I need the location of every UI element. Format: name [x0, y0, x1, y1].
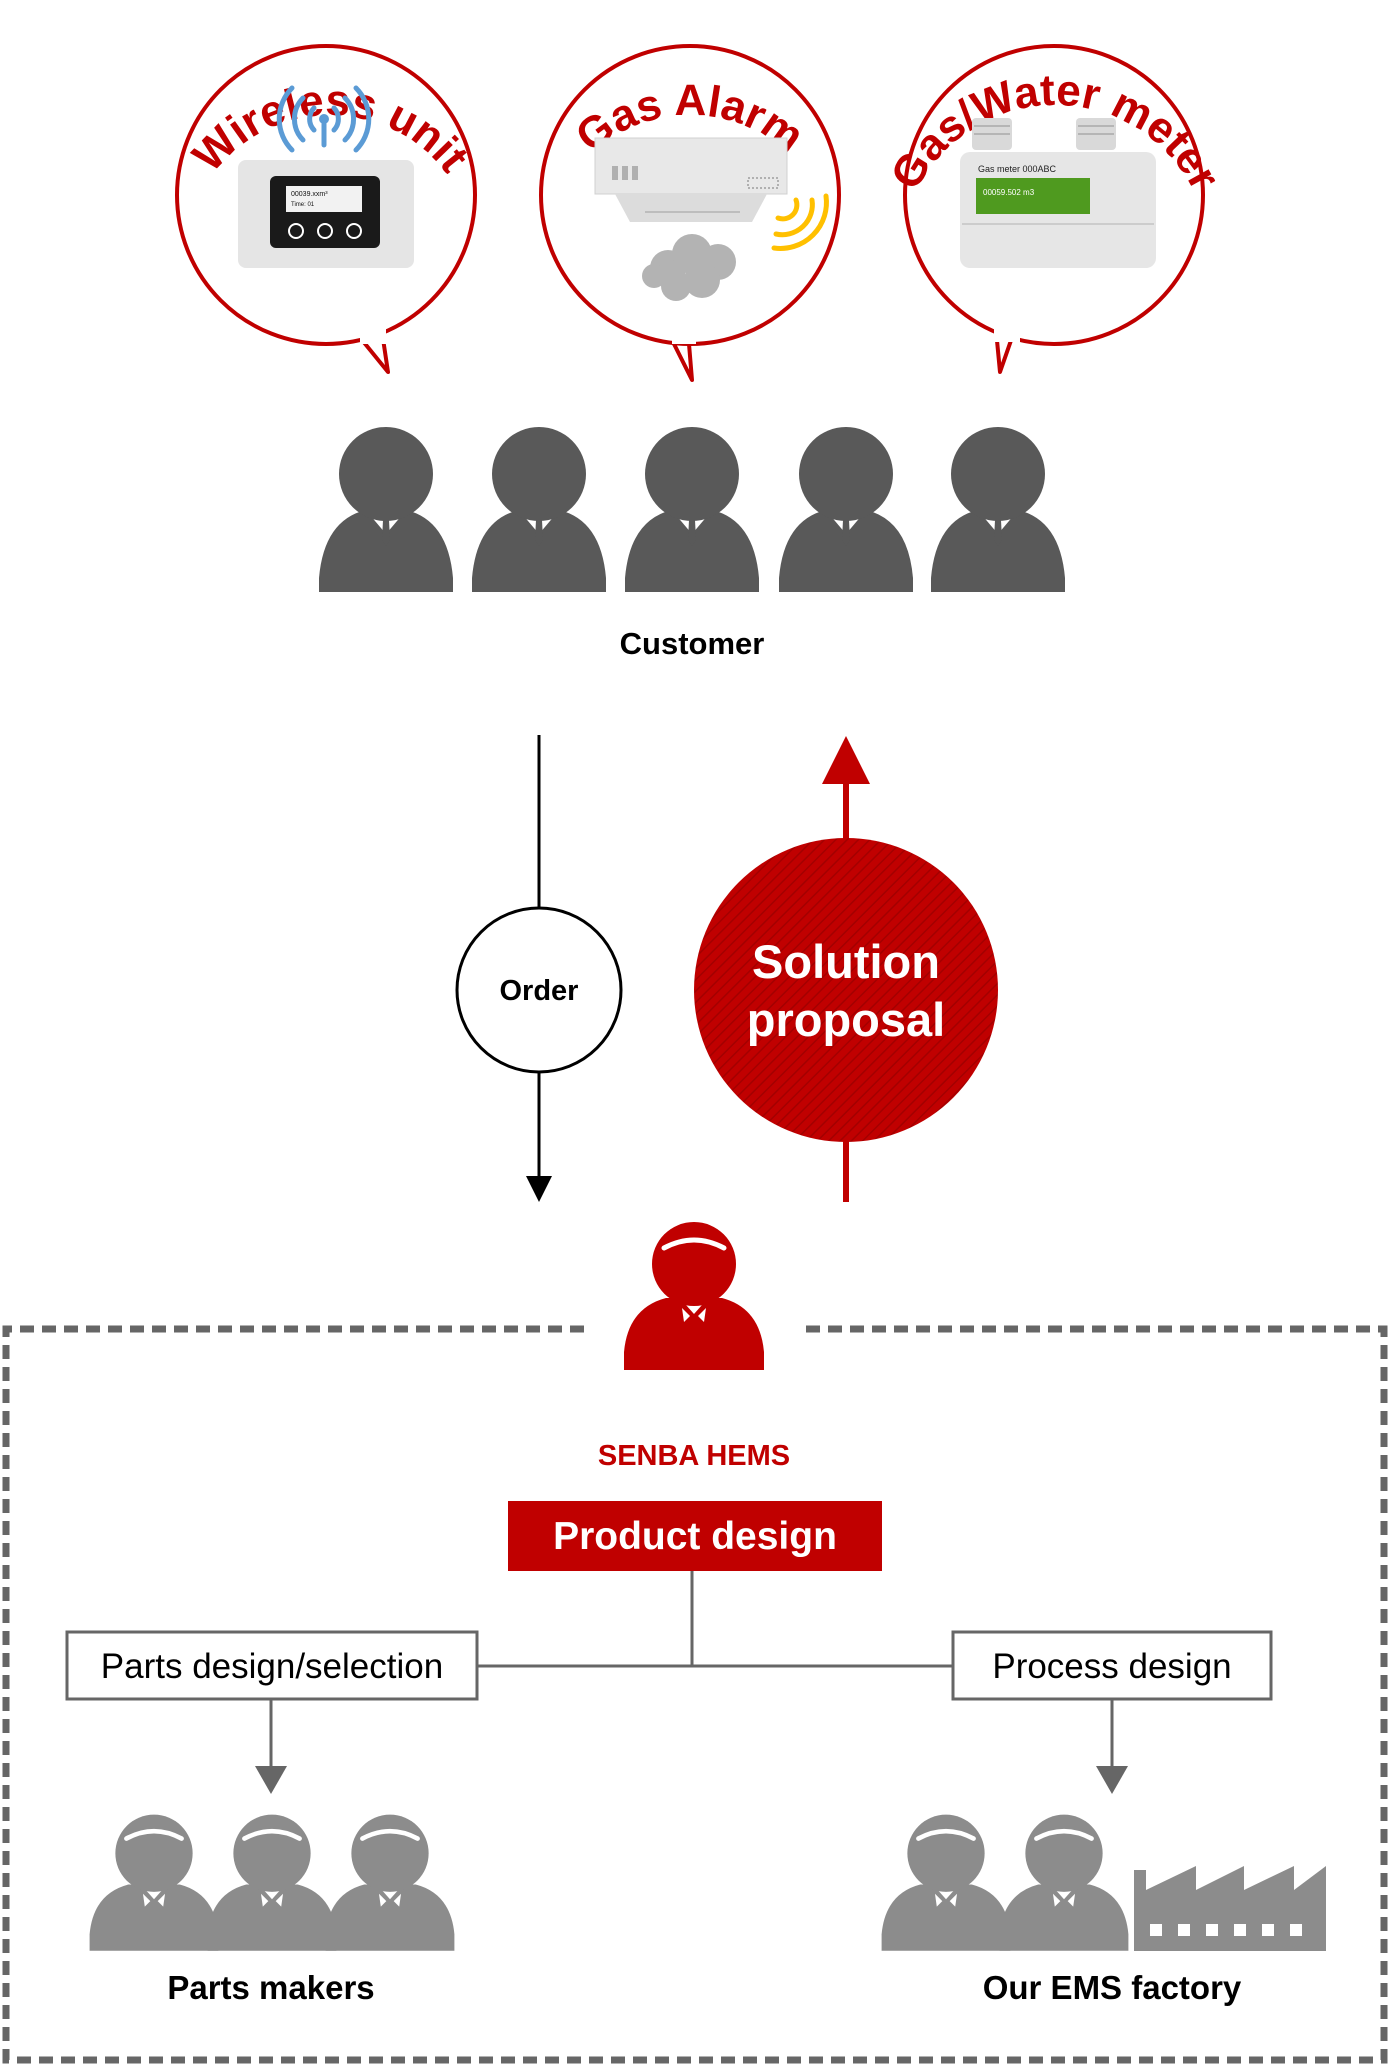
- order-label: Order: [500, 975, 579, 1007]
- ems-factory-label: Our EMS factory: [983, 1969, 1242, 2006]
- parts-makers-group: [89, 1814, 455, 1951]
- arrow-up-icon: [822, 736, 870, 784]
- factory-icon: [1134, 1866, 1326, 1951]
- device-bubble-alarm: Gas Alarm: [539, 44, 841, 382]
- customer-person-icon: [319, 427, 453, 592]
- alarm-base: [615, 194, 767, 222]
- left-button-icon: [288, 223, 304, 239]
- meter-display: [976, 178, 1090, 214]
- right-button-icon: [346, 223, 362, 239]
- wireless-screen-line2: Time: 01: [291, 202, 315, 208]
- solution-flow: Solution proposal: [694, 736, 998, 1202]
- worker-person-icon: [207, 1814, 337, 1951]
- solution-label-line1: Solution: [752, 935, 940, 988]
- meter-reading: 00059.502 m3: [983, 188, 1035, 197]
- company-name: SENBA HEMS: [598, 1440, 790, 1472]
- solution-circle: [694, 838, 998, 1142]
- smoke-cloud-icon: [642, 234, 736, 301]
- wireless-screen-line1: 00039.xxm³: [291, 191, 328, 198]
- arrow-down-icon: [255, 1766, 287, 1794]
- process-design-box: [951, 1630, 1273, 1701]
- customer-group: [319, 427, 1065, 592]
- design-connectors: [269, 1571, 1114, 1770]
- order-flow: Order: [455, 735, 623, 1202]
- parts-design-box: [65, 1630, 479, 1701]
- center-button-icon: [317, 223, 333, 239]
- wireless-unit-screen: [286, 186, 362, 212]
- customer-person-icon: [931, 427, 1065, 592]
- product-design-box: [508, 1501, 882, 1571]
- solution-label-line2: proposal: [747, 993, 945, 1046]
- process-design-label: Process design: [992, 1647, 1231, 1686]
- worker-person-icon: [325, 1814, 455, 1951]
- wifi-icon: [276, 85, 372, 153]
- customer-label: Customer: [620, 626, 765, 661]
- customer-person-icon: [472, 427, 606, 592]
- worker-person-icon: [881, 1814, 1011, 1951]
- senba-worker: [624, 1222, 764, 1370]
- arrow-down-icon: [1096, 1766, 1128, 1794]
- device-bubble-wireless: Wireless unit 00039.xxm³ Time: 01: [175, 44, 478, 374]
- worker-person-icon: [999, 1814, 1129, 1951]
- parts-makers-label: Parts makers: [167, 1969, 374, 2006]
- signal-wave-icon: [771, 193, 829, 251]
- device-bubble-meter: Gas/Water meter Gas meter 000ABC 00059.5…: [881, 44, 1229, 374]
- order-circle: [455, 906, 623, 1074]
- customer-person-icon: [625, 427, 759, 592]
- customer-person-icon: [779, 427, 913, 592]
- arrow-down-icon: [526, 1176, 552, 1202]
- ems-workers-group: [881, 1814, 1129, 1951]
- parts-design-label: Parts design/selection: [101, 1647, 443, 1686]
- worker-person-icon: [89, 1814, 219, 1951]
- product-design-label: Product design: [553, 1515, 837, 1558]
- worker-person-icon: [624, 1222, 764, 1370]
- meter-title: Gas meter 000ABC: [978, 164, 1057, 174]
